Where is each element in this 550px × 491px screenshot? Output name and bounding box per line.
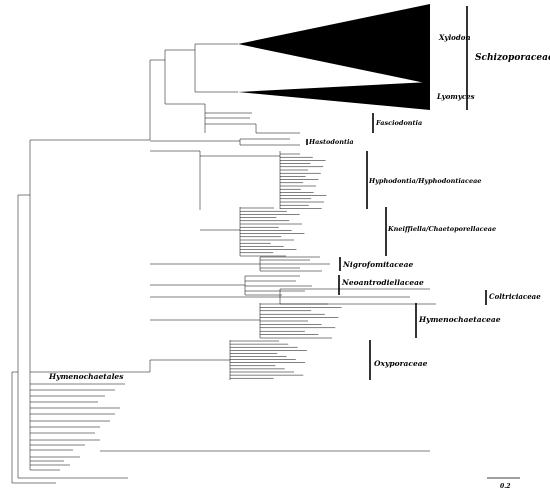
chaetoporellaceae-label: Kneiffiella/Chaetoporellaceae [387,225,496,233]
nigrofomitaceae-label: Nigrofomitaceae [342,260,413,269]
schizoporaceae-label: Schizoporaceae [475,53,550,63]
lyomyces-label: Lyomyces [436,92,475,101]
hymenochaetaceae-label: Hymenochaetaceae [418,315,501,324]
coltriciaceae-label: Coltriciaceae [489,292,541,301]
hymenochaetales-label: Hymenochaetales [48,372,124,381]
lyomyces-collapsed-triangle [238,82,430,110]
neoantrodiellaceae-label: Neoantrodiellaceae [341,278,424,287]
oxyporaceae-label: Oxyporaceae [374,359,428,368]
hastodontia-label: Hastodontia [308,138,354,146]
xylodon-label: Xylodon [438,33,470,42]
xylodon-collapsed-triangle [238,4,430,84]
hyphodontiaceae-label: Hyphodontia/Hyphodontiaceae [368,177,481,185]
scale-bar-label: 0.2 [500,483,510,490]
tree-branches [11,43,436,484]
fasciodontia-label: Fasciodontia [375,119,422,127]
